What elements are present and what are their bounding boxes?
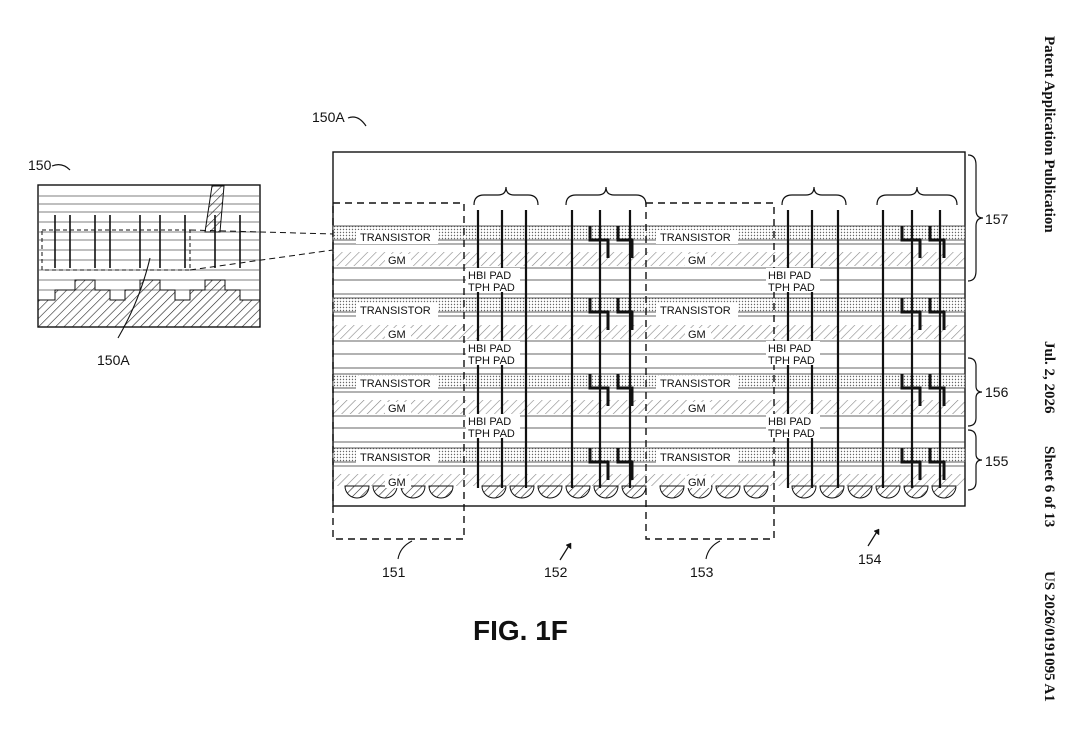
svg-text:TPH PAD: TPH PAD bbox=[468, 428, 515, 440]
reference-labels: 157 156 155 151 152 153 154 bbox=[382, 211, 1009, 580]
detail-cross-section: TRANSISTOR TRANSISTOR TRANSISTOR TRANSIS… bbox=[332, 151, 984, 540]
inset-detail-leader bbox=[117, 257, 151, 339]
svg-text:TPH PAD: TPH PAD bbox=[768, 282, 815, 294]
svg-text:TRANSISTOR: TRANSISTOR bbox=[660, 378, 731, 390]
region-153-box bbox=[645, 202, 775, 540]
svg-text:TPH PAD: TPH PAD bbox=[468, 282, 515, 294]
svg-text:TRANSISTOR: TRANSISTOR bbox=[660, 305, 731, 317]
zoom-line-top bbox=[189, 229, 334, 235]
region-151-box bbox=[332, 202, 465, 540]
inset-feature bbox=[204, 185, 225, 233]
zoom-line-bottom bbox=[189, 249, 334, 271]
ref-156: 156 bbox=[985, 384, 1009, 400]
ref-151: 151 bbox=[382, 564, 406, 580]
svg-text:GM: GM bbox=[688, 329, 706, 341]
ref-151-leader bbox=[397, 540, 413, 560]
detail-ref-label: 150A bbox=[312, 109, 345, 125]
svg-text:TRANSISTOR: TRANSISTOR bbox=[360, 452, 431, 464]
inset-ref-arrow bbox=[51, 164, 71, 171]
header-sheet: Sheet 6 of 13 bbox=[1041, 446, 1057, 527]
svg-text:GM: GM bbox=[388, 255, 406, 267]
inset-base bbox=[37, 279, 261, 328]
pad-labels: HBI PAD TPH PAD HBI PAD TPH PAD HBI PAD … bbox=[466, 268, 820, 440]
inset-vias bbox=[54, 215, 241, 268]
ref-154: 154 bbox=[858, 551, 882, 567]
svg-text:GM: GM bbox=[388, 403, 406, 415]
header-number: US 2026/0191095 A1 bbox=[1041, 571, 1057, 702]
inset-overview: 150 150A bbox=[28, 157, 334, 368]
svg-text:HBI PAD: HBI PAD bbox=[468, 270, 511, 282]
svg-text:GM: GM bbox=[688, 403, 706, 415]
inset-detail-ref-label: 150A bbox=[97, 352, 130, 368]
header-date: Jul. 2, 2026 bbox=[1041, 341, 1057, 414]
svg-text:TRANSISTOR: TRANSISTOR bbox=[660, 452, 731, 464]
inset-detail-window bbox=[41, 229, 191, 271]
svg-text:TRANSISTOR: TRANSISTOR bbox=[360, 232, 431, 244]
svg-text:HBI PAD: HBI PAD bbox=[468, 343, 511, 355]
tier-bands bbox=[332, 225, 966, 486]
ref-152: 152 bbox=[544, 564, 568, 580]
transistor-labels: TRANSISTOR TRANSISTOR TRANSISTOR TRANSIS… bbox=[356, 230, 738, 464]
header-publication: Patent Application Publication bbox=[1041, 36, 1057, 233]
svg-text:HBI PAD: HBI PAD bbox=[768, 270, 811, 282]
ref-155: 155 bbox=[985, 453, 1009, 469]
ref-153-leader bbox=[705, 540, 721, 560]
gm-labels: GM GM GM GM GM GM GM GM bbox=[385, 254, 711, 489]
vertical-vias bbox=[476, 210, 942, 488]
svg-text:HBI PAD: HBI PAD bbox=[468, 416, 511, 428]
right-braces bbox=[967, 154, 984, 491]
sheet-header: Patent Application Publication Jul. 2, 2… bbox=[1041, 36, 1057, 702]
svg-text:TRANSISTOR: TRANSISTOR bbox=[360, 305, 431, 317]
svg-text:GM: GM bbox=[388, 329, 406, 341]
svg-text:GM: GM bbox=[688, 477, 706, 489]
top-braces bbox=[473, 186, 958, 206]
svg-text:TPH PAD: TPH PAD bbox=[768, 428, 815, 440]
svg-text:TRANSISTOR: TRANSISTOR bbox=[360, 378, 431, 390]
tier-lines bbox=[333, 243, 965, 467]
svg-text:HBI PAD: HBI PAD bbox=[768, 416, 811, 428]
detail-ref-arrow bbox=[347, 116, 367, 127]
ref-157: 157 bbox=[985, 211, 1009, 227]
svg-text:HBI PAD: HBI PAD bbox=[768, 343, 811, 355]
tier-text-labels: TRANSISTOR TRANSISTOR TRANSISTOR TRANSIS… bbox=[356, 230, 820, 489]
ref-153: 153 bbox=[690, 564, 714, 580]
stepped-interconnects bbox=[588, 226, 946, 480]
svg-text:GM: GM bbox=[688, 255, 706, 267]
svg-text:TPH PAD: TPH PAD bbox=[468, 355, 515, 367]
inset-ref-label: 150 bbox=[28, 157, 52, 173]
svg-text:GM: GM bbox=[388, 477, 406, 489]
svg-text:TPH PAD: TPH PAD bbox=[768, 355, 815, 367]
bottom-bumps bbox=[344, 485, 957, 499]
figure-title: FIG. 1F bbox=[473, 615, 568, 646]
svg-text:TRANSISTOR: TRANSISTOR bbox=[660, 232, 731, 244]
